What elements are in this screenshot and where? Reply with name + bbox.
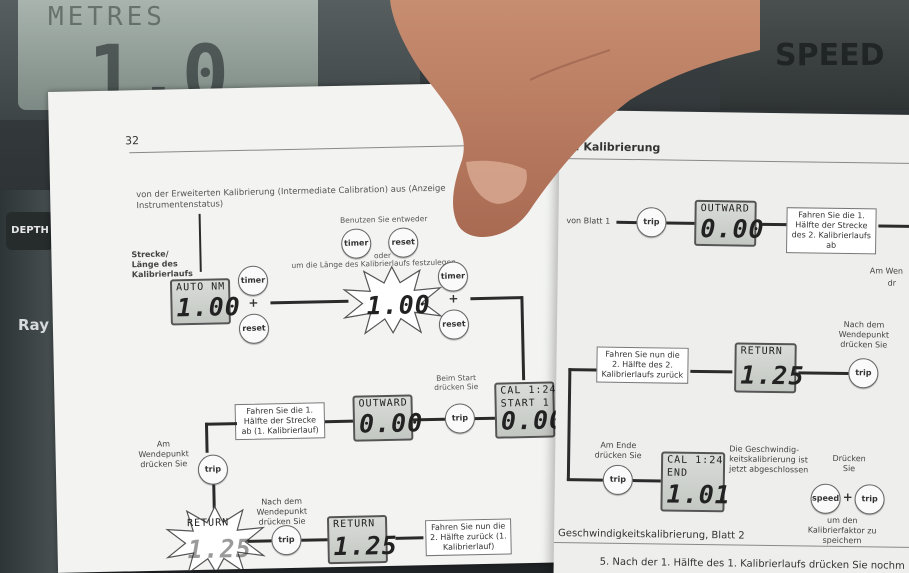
lcd-flash: 1.00 [362, 278, 431, 321]
side-panel [0, 190, 60, 573]
arrow-down [520, 296, 526, 381]
arrow-left [204, 422, 238, 426]
use-either-note: Benutzen Sie entweder [340, 214, 428, 225]
lcd-return-flash-value: 1.25 [187, 533, 253, 565]
factor-note: um den Kalibrierfaktor zu speichern [807, 515, 877, 546]
trip-button-r1: trip [636, 207, 667, 238]
right-page: 4: Kalibrierung von Blatt 1 trip OUTWARD… [553, 110, 909, 573]
press-note: Drücken Sie [832, 453, 866, 474]
timer-button-2: timer [437, 261, 469, 292]
speed-button: speed [810, 483, 841, 514]
half2-box-r: Fahren Sie nun die 2. Hälfte des 2. Kali… [596, 346, 689, 384]
lcd-end: CAL 1:24 END 1.01 [660, 451, 731, 513]
lcd-outward-value: 0.00 [358, 408, 424, 439]
lcd-end-label: END [666, 467, 689, 479]
arrow-right [470, 296, 523, 301]
after-turn-note: Nach dem Wendepunkt drücken Sie [256, 496, 308, 527]
arrow-to-half2 [395, 536, 424, 540]
speed-label: SPEED [775, 38, 885, 73]
after-turn-note-r: Nach dem Wendepunkt drücken Sie [838, 319, 890, 350]
header-rule-right [559, 157, 909, 165]
turn-note: Am Wendepunkt drücken Sie [138, 439, 189, 470]
arrow-to-return [301, 538, 328, 542]
lcd-return-top: RETURN [333, 518, 376, 531]
arrow-right-r [878, 224, 909, 229]
intro-text: von der Erweiterten Kalibrierung (Interm… [136, 183, 446, 212]
trip-button-end: trip [602, 464, 634, 496]
trip-button-r3: trip [854, 484, 885, 515]
plus-sign: + [248, 295, 259, 310]
arrow-from-sheet [616, 220, 637, 225]
lcd-return-r-top: RETURN [740, 345, 783, 358]
sheet-caption: Geschwindigkeitskalibrierung, Blatt 2 [558, 528, 745, 542]
brand-logo: Ray [18, 316, 49, 334]
lcd-return-r: RETURN 1.25 [734, 342, 805, 394]
arrow-to-half2-r [690, 369, 733, 374]
left-page: 32 von der Erweiterten Kalibrierung (Int… [48, 80, 586, 573]
lcd-outward-r-top: OUTWARD [700, 202, 750, 215]
trip-button-turn: trip [197, 454, 229, 485]
chapter-title: 4: Kalibrierung [567, 140, 661, 155]
plus-sign-r: + [842, 489, 853, 505]
lcd-auto: AUTO NM 1.00 [169, 278, 241, 326]
start-note: Beim Start drücken Sie [434, 373, 479, 392]
lcd-end-value: 1.01 [666, 479, 732, 510]
lcd-return: RETURN 1.25 [326, 514, 398, 565]
lcd-auto-value: 1.00 [176, 292, 242, 323]
trip-button-start: trip [444, 403, 476, 434]
arrow-to-outward-r [666, 221, 695, 225]
lcd-flash-value: 1.00 [366, 290, 432, 321]
timer-button: timer [237, 265, 269, 297]
lcd-return-flash-top: RETURN [186, 517, 230, 530]
trip-button-after: trip [271, 524, 302, 556]
starburst-icon [342, 265, 443, 335]
plus-sign-2: + [448, 291, 459, 306]
end-note: Am Ende drücken Sie [594, 440, 642, 461]
lcd-end-top: CAL 1:24 [667, 454, 724, 467]
arrow-left-r [568, 368, 597, 372]
instrument-label: METRES [48, 2, 166, 32]
arrow-to-end-trip [566, 478, 603, 482]
arrow-intro-down [198, 213, 202, 272]
half2-box: Fahren Sie nun die 2. Hälfte zurück (1. … [425, 518, 512, 557]
half1-box: Fahren Sie die 1. Hälfte der Strecke ab … [234, 402, 326, 441]
arrow-to-return-r [798, 371, 849, 376]
lcd-cal-start: CAL 1:24 START 1 0.00 [494, 381, 565, 439]
header-rule [129, 142, 586, 154]
trip-button-r2: trip [848, 358, 879, 389]
arrow-start-trip [474, 416, 495, 421]
arrow-to-half1-r [762, 222, 787, 227]
arrow-to-lcd2 [270, 299, 349, 305]
lcd-outward-r-value: 0.00 [700, 213, 765, 244]
done-note: Die Geschwindig-keitskalibrierung ist je… [728, 444, 809, 475]
arrow-down-2 [204, 422, 209, 453]
page-number: 32 [124, 134, 140, 148]
arrow-to-trip [247, 539, 272, 543]
arrow-down-r [566, 368, 572, 481]
arrow-to-box [324, 419, 353, 424]
lcd-outward: OUTWARD 0.00 [352, 394, 424, 442]
partial-text-1: Am Wen [869, 266, 904, 276]
step-5-text: 5. Nach der 1. Hälfte des 1. Kalibrierla… [599, 556, 905, 572]
lcd-return-value: 1.25 [333, 530, 399, 562]
depth-button: DEPTH [6, 212, 54, 250]
partial-text-2: dr [887, 278, 897, 288]
lcd-cal-top: CAL 1:24 [500, 384, 557, 397]
lcd-outward-r: OUTWARD 0.00 [694, 199, 765, 247]
reset-button-2: reset [438, 309, 470, 340]
half1-box-r: Fahren Sie die 1. Hälfte der Strecke des… [786, 207, 877, 255]
lcd-return-flash: RETURN 1.25 [183, 516, 252, 565]
arrow-to-end-lcd [632, 479, 661, 483]
reset-button: reset [238, 313, 270, 345]
lcd-return-r-value: 1.25 [740, 360, 805, 391]
side-label: Strecke/ Länge des Kalibrierlaufs [131, 249, 193, 280]
